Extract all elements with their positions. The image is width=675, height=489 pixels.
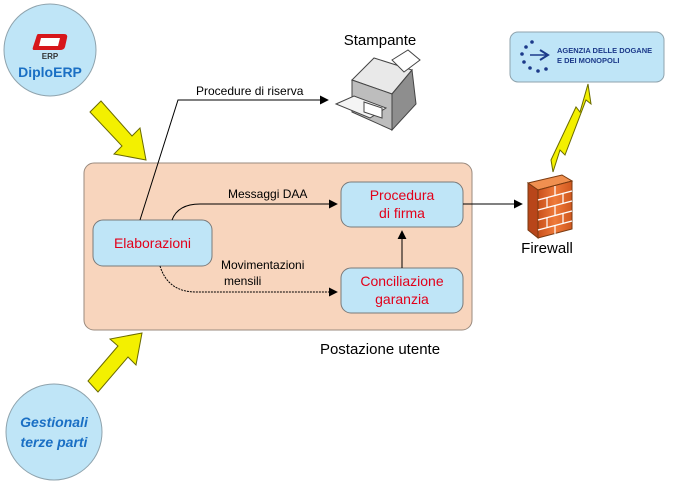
agenzia-line2: E DEI MONOPOLI	[557, 56, 620, 65]
printer-icon	[334, 49, 421, 132]
erp-logo-icon: ERP	[32, 34, 68, 61]
agenzia-line1: AGENZIA DELLE DOGANE	[557, 46, 652, 55]
conciliazione-line2: garanzia	[375, 291, 429, 307]
firewall-label: Firewall	[521, 240, 573, 257]
elaborazioni-node: Elaborazioni	[92, 219, 213, 267]
conciliazione-node: Conciliazione garanzia	[340, 267, 464, 314]
procedura-firma-line1: Procedura	[370, 187, 435, 203]
conciliazione-line1: Conciliazione	[360, 273, 443, 289]
procedura-firma-line2: di firma	[379, 205, 425, 221]
diploerp-yellow-arrow	[89, 100, 147, 161]
elaborazioni-label: Elaborazioni	[114, 235, 191, 251]
gestionali-line2: terze parti	[21, 434, 89, 450]
messaggi-label: Messaggi DAA	[228, 187, 307, 201]
procedure-riserva-label: Procedure di riserva	[196, 84, 304, 98]
messaggi-connector	[171, 199, 338, 221]
procedura-firma-node: Procedura di firma	[340, 181, 464, 228]
firewall-icon	[526, 174, 574, 240]
movimentazioni-line2: mensili	[224, 274, 261, 288]
stampante-label: Stampante	[344, 32, 417, 49]
agenzia-node: AGENZIA DELLE DOGANE E DEI MONOPOLI	[509, 31, 665, 83]
lightning-bolt-icon	[550, 83, 592, 173]
diploerp-node: ERP DiploERP	[3, 3, 97, 97]
procedure-riserva-connector	[139, 95, 329, 221]
gestionali-line1: Gestionali	[20, 414, 89, 430]
postazione-label: Postazione utente	[320, 341, 440, 358]
gestionali-node: Gestionali terze parti	[5, 383, 103, 481]
gestionali-yellow-arrow	[87, 332, 143, 393]
movimentazioni-line1: Movimentazioni	[221, 258, 304, 272]
eu-stars-icon	[520, 40, 550, 73]
erp-logo-text: ERP	[42, 52, 59, 61]
diploerp-label: DiploERP	[18, 64, 82, 80]
